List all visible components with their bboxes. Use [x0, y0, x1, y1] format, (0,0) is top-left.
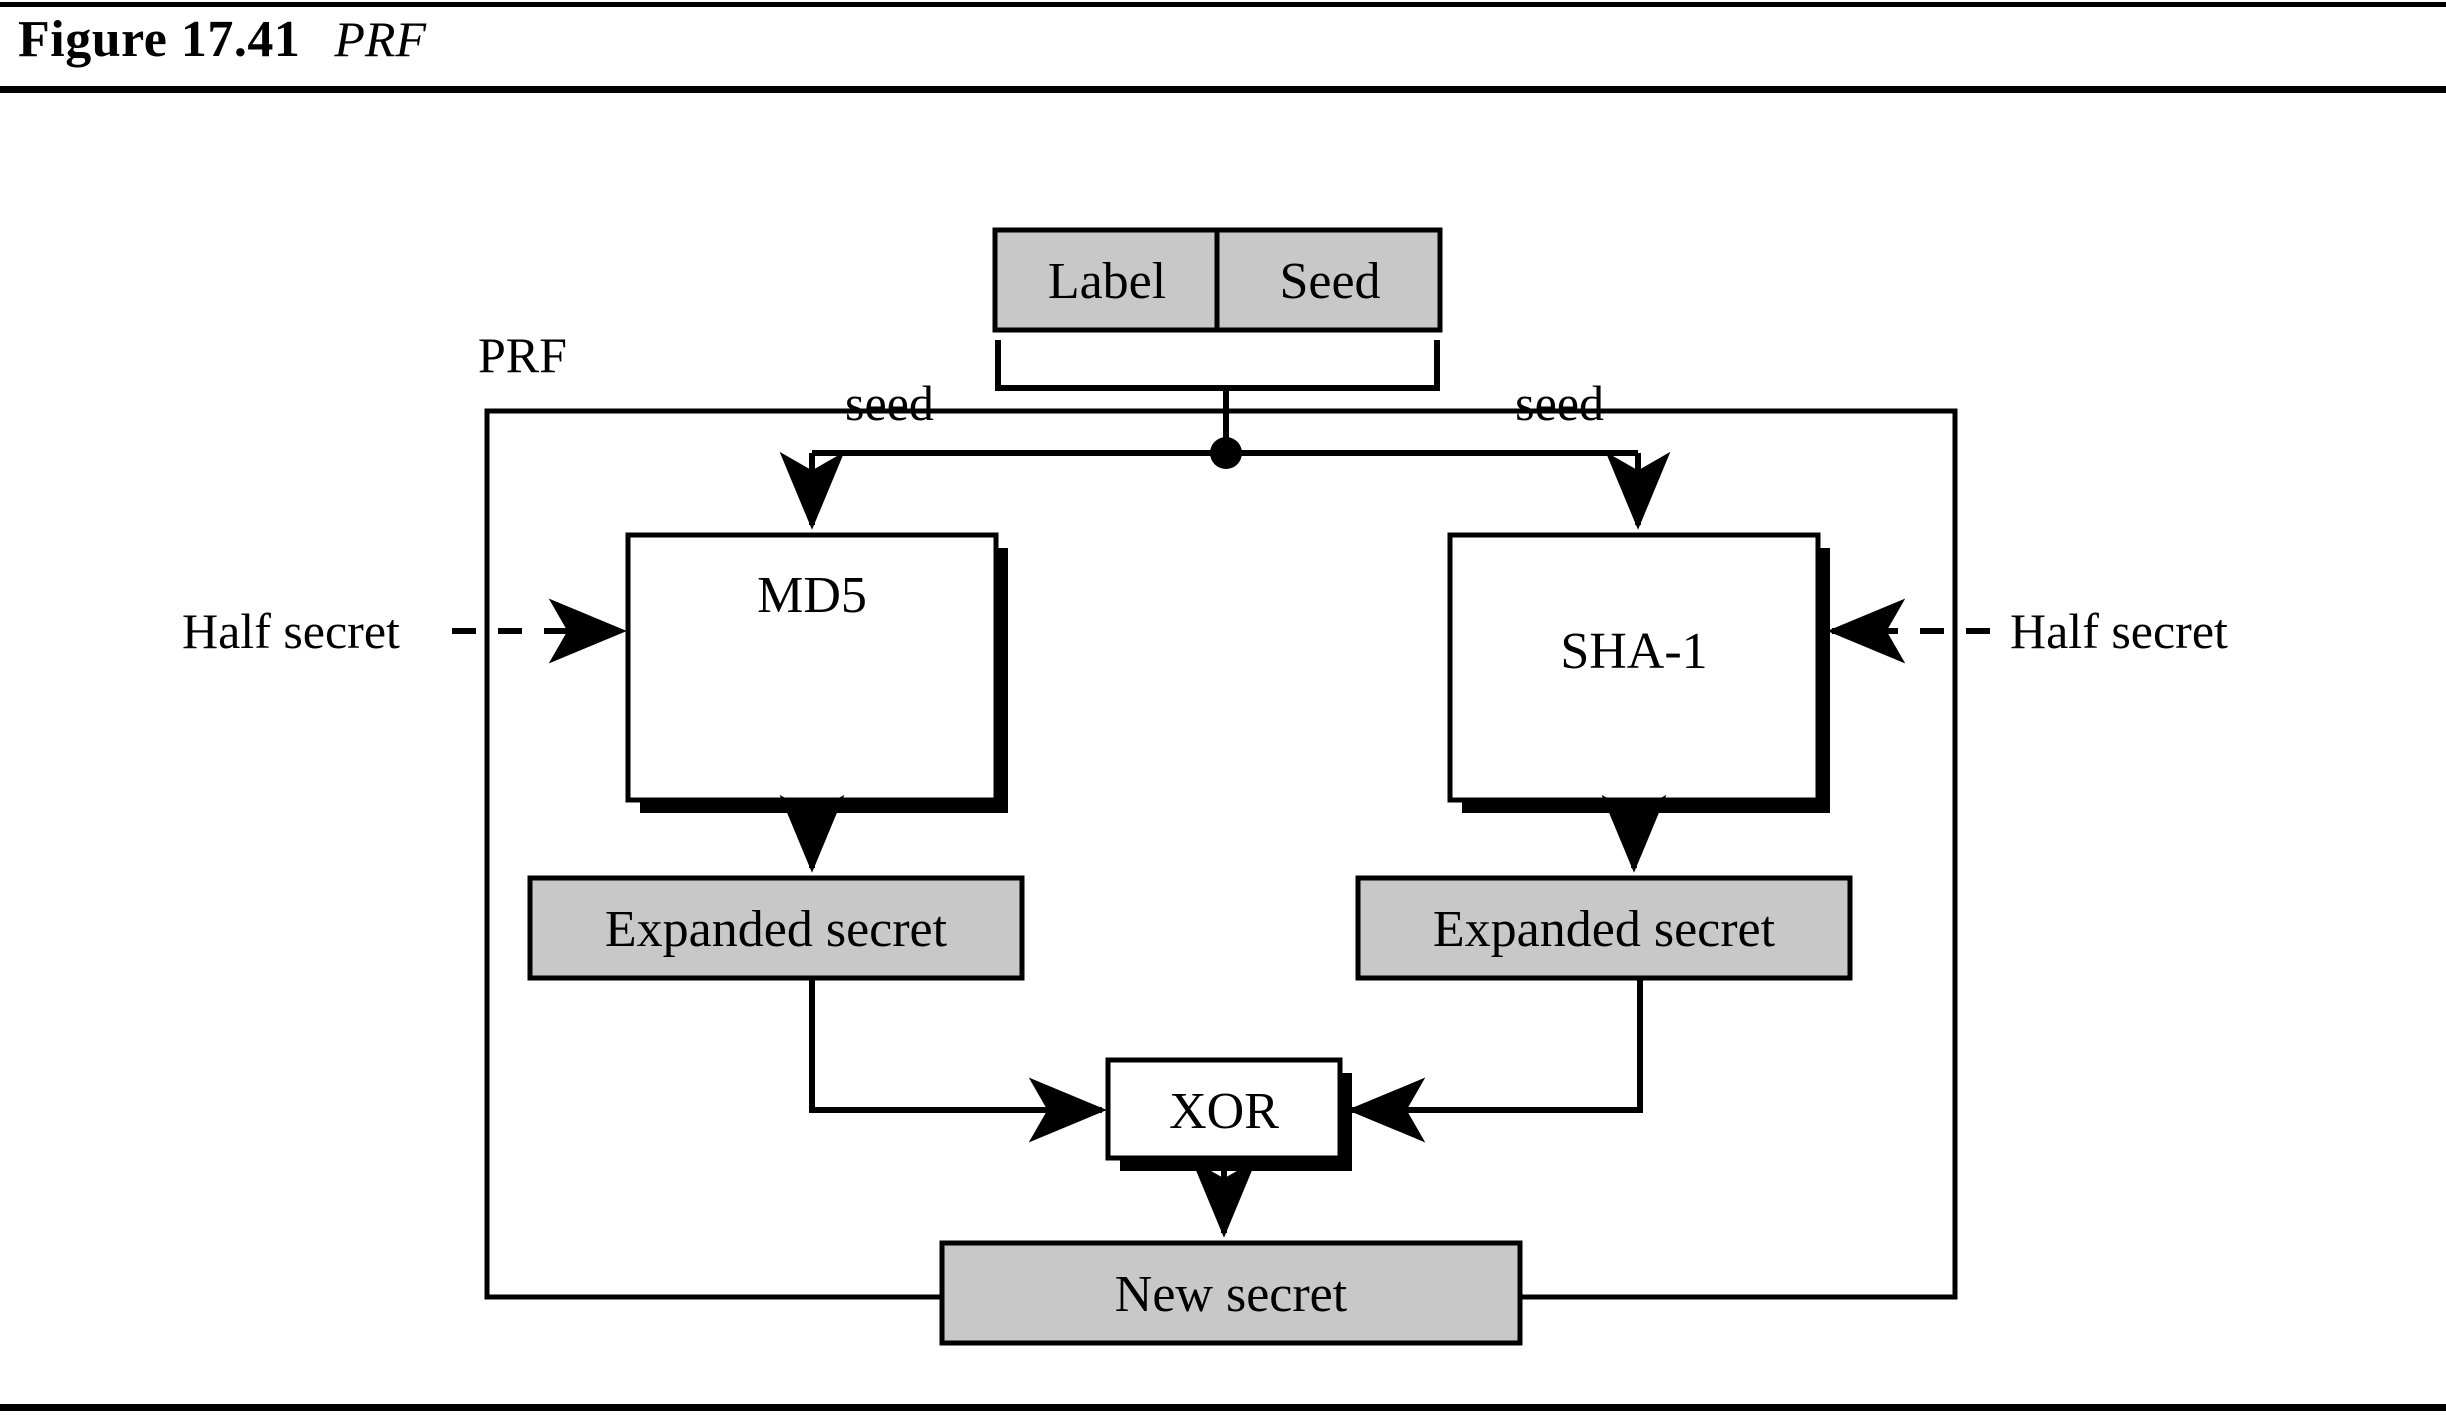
figure-caption: Figure 17.41 PRF	[18, 14, 426, 66]
top-rule	[0, 2, 2446, 7]
input-block: Label Seed	[992, 227, 1443, 333]
xor-node: XOR	[1105, 1057, 1352, 1171]
expanded-secret-right: Expanded secret	[1355, 875, 1853, 981]
seed-arrow-left: seed	[779, 375, 934, 530]
md5-node: MD5	[625, 532, 1008, 813]
prf-diagram: Label Seed PRF seed	[0, 100, 2446, 1400]
figure-number: Figure 17.41	[18, 11, 301, 68]
expanded-secret-right-label: Expanded secret	[1433, 901, 1776, 958]
half-secret-right: Half secret	[1827, 598, 2228, 664]
sha1-label: SHA-1	[1560, 623, 1707, 680]
half-secret-right-label: Half secret	[2010, 603, 2228, 659]
new-secret-frame	[939, 1240, 1523, 1346]
input-seed-cell: Seed	[1279, 253, 1380, 310]
half-secret-left-label: Half secret	[182, 603, 400, 659]
md5-frame	[625, 532, 999, 803]
bottom-rule	[0, 1404, 2446, 1411]
xor-label: XOR	[1169, 1083, 1279, 1140]
seed-label-right: seed	[1515, 375, 1604, 431]
input-bracket	[995, 340, 1440, 453]
expanded-left-to-xor-wire	[809, 978, 1107, 1143]
expanded-right-to-xor-wire	[1347, 978, 1643, 1143]
xor-frame	[1105, 1057, 1343, 1161]
input-label-cell: Label	[1048, 253, 1166, 310]
md5-label: MD5	[757, 567, 867, 624]
expanded-secret-left: Expanded secret	[527, 875, 1025, 981]
new-secret-node: New secret	[939, 1240, 1523, 1346]
sha1-frame	[1447, 532, 1821, 803]
expanded-secret-left-label: Expanded secret	[605, 901, 948, 958]
sha1-node: SHA-1	[1447, 532, 1830, 813]
expanded-secret-left-frame	[527, 875, 1025, 981]
seed-arrow-right: seed	[1515, 375, 1671, 530]
new-secret-label: New secret	[1115, 1266, 1348, 1323]
expanded-secret-right-frame	[1355, 875, 1853, 981]
figure-title: PRF	[334, 11, 426, 67]
seed-label-left: seed	[845, 375, 934, 431]
header-rule	[0, 86, 2446, 93]
junction-dot	[1210, 437, 1242, 469]
half-secret-left: Half secret	[182, 598, 627, 664]
prf-container-label: PRF	[478, 327, 567, 383]
seed-distribution-bus	[812, 437, 1638, 469]
